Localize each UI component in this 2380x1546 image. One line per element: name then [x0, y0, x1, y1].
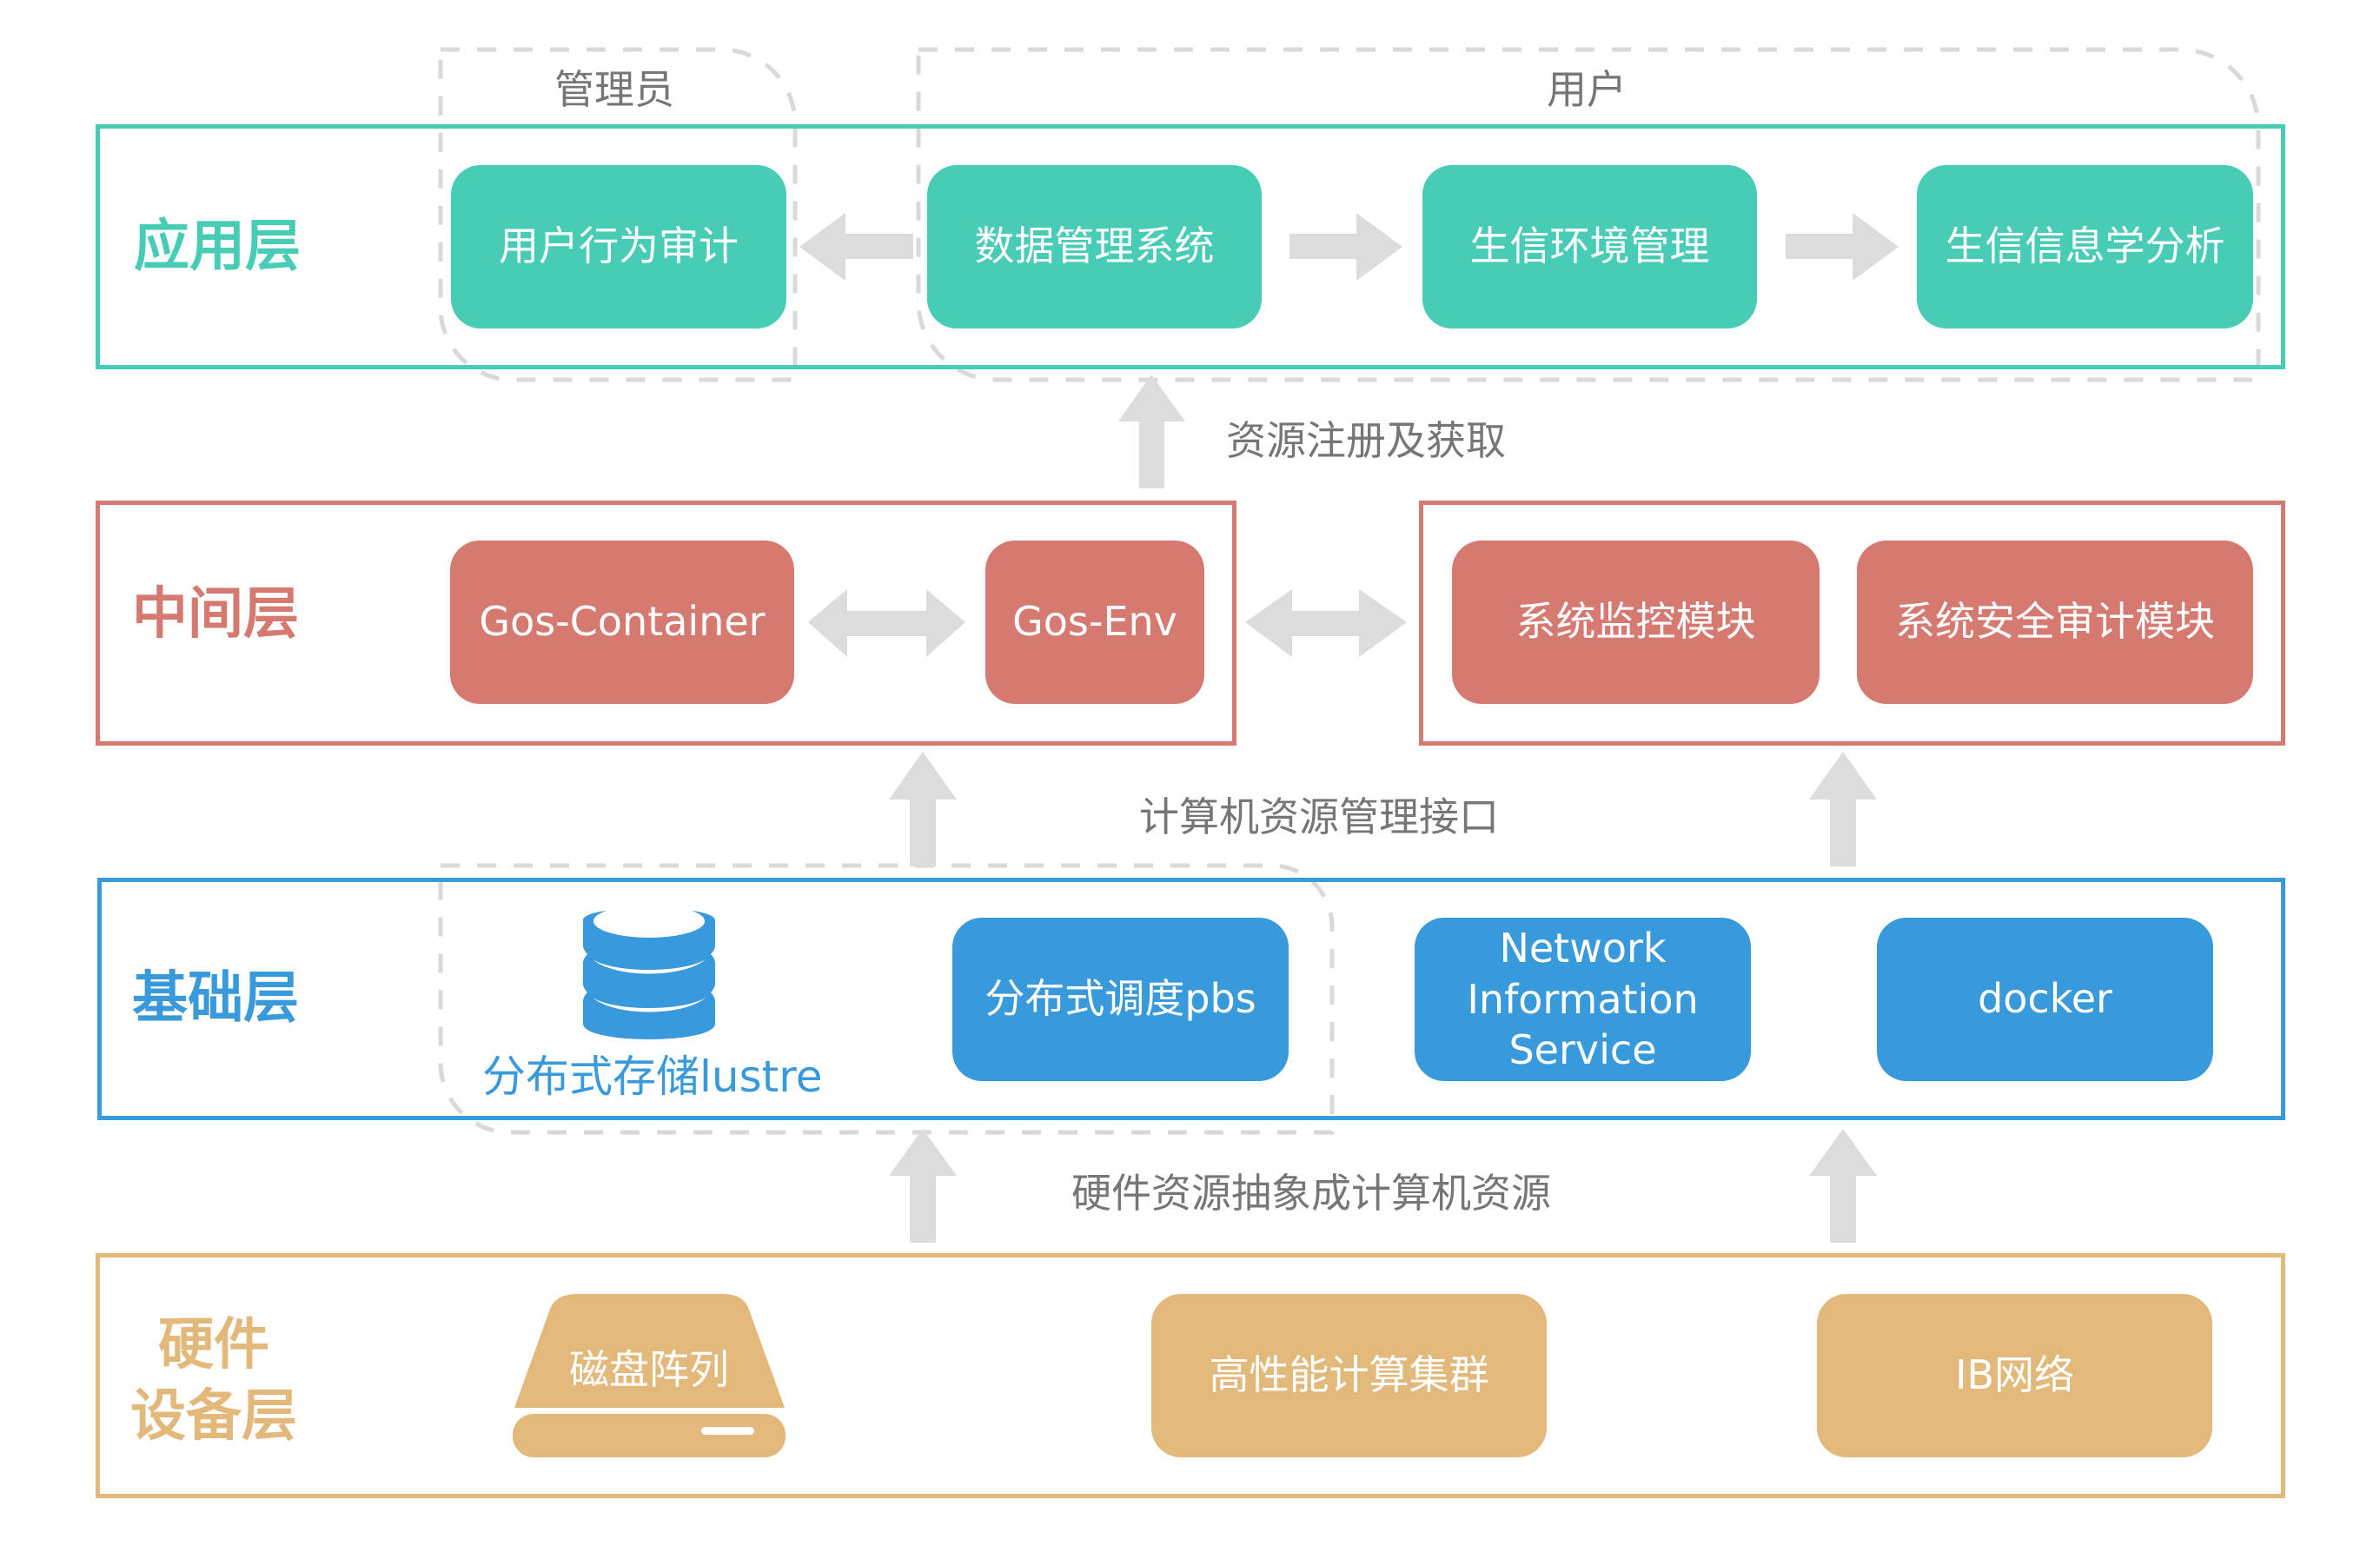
module-disk-array[interactable]: 磁盘阵列 [511, 1292, 787, 1459]
application-layer [96, 124, 2285, 369]
arrow-up-icon [1809, 752, 1877, 866]
connector-resource-management-interface: 计算机资源管理接口 [1139, 793, 1499, 840]
module-pbs-scheduler[interactable]: 分布式调度pbs [952, 918, 1289, 1081]
base-layer [97, 878, 2285, 1120]
module-network-information-service[interactable]: Network Information Service [1415, 918, 1751, 1081]
module-bio-environment-management[interactable]: 生信环境管理 [1422, 165, 1757, 328]
arrow-up-icon [889, 752, 957, 866]
module-gos-container[interactable]: Gos-Container [450, 541, 794, 704]
base-layer-label: 基础层 [132, 966, 299, 1031]
middleware-layer-right [1419, 501, 2285, 746]
hardware-layer-label-line2: 设备层 [130, 1383, 297, 1449]
hardware-layer-label-line1: 硬件 [158, 1313, 269, 1377]
arrow-up-icon [1118, 375, 1185, 488]
connector-resource-registration: 资源注册及获取 [1226, 417, 1506, 464]
module-ib-network[interactable]: IB网络 [1817, 1294, 2212, 1457]
storage-lustre-label: 分布式存储lustre [482, 1052, 823, 1102]
double-arrow-icon [1245, 589, 1407, 657]
connector-hardware-abstraction: 硬件资源抽象成计算机资源 [1071, 1170, 1551, 1217]
arrow-up-icon [1809, 1129, 1877, 1243]
module-user-behavior-audit[interactable]: 用户行为审计 [451, 165, 786, 328]
module-bioinformatics-analysis[interactable]: 生信信息学分析 [1917, 165, 2253, 328]
arrow-up-icon [889, 1129, 957, 1243]
hard-disk-icon [513, 1294, 786, 1457]
user-group-label: 用户 [1547, 66, 1627, 113]
module-system-monitoring[interactable]: 系统监控模块 [1452, 541, 1820, 704]
module-data-management-system[interactable]: 数据管理系统 [927, 165, 1262, 328]
application-layer-label: 应用层 [134, 215, 301, 279]
admin-group-label: 管理员 [554, 66, 674, 113]
database-icon [583, 905, 715, 1039]
middleware-layer-left [96, 501, 1236, 746]
hardware-layer [96, 1253, 2285, 1498]
disk-array-label: 磁盘阵列 [569, 1346, 729, 1393]
module-gos-env[interactable]: Gos-Env [985, 541, 1204, 704]
middleware-layer-label: 中间层 [132, 582, 299, 647]
module-system-security-audit[interactable]: 系统安全审计模块 [1857, 541, 2253, 704]
hardware-layer-label: 硬件 设备层 [127, 1310, 301, 1453]
module-docker[interactable]: docker [1877, 918, 2213, 1081]
module-hpc-cluster[interactable]: 高性能计算集群 [1151, 1294, 1547, 1457]
